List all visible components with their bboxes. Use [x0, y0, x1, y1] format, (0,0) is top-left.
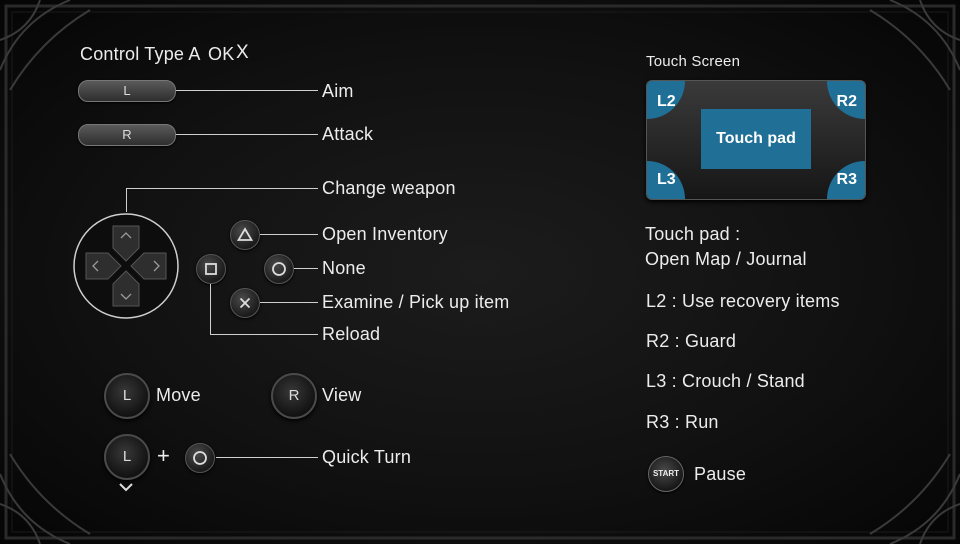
cross-button	[230, 288, 260, 318]
cross-connector	[260, 302, 318, 303]
dpad-connector-vertical	[126, 188, 127, 212]
square-connector-vertical	[210, 284, 211, 334]
l2-desc: L2 : Use recovery items	[646, 291, 840, 311]
triangle-icon	[236, 227, 254, 241]
touch-pad-zone: Touch pad	[701, 109, 811, 169]
r3-desc: R3 : Run	[646, 412, 719, 432]
triangle-connector	[260, 234, 318, 235]
cross-icon	[239, 297, 251, 309]
dpad-icon	[73, 213, 179, 319]
touchpad-desc-line2: Open Map / Journal	[645, 249, 807, 269]
view-label: View	[322, 385, 362, 405]
open-inventory-label: Open Inventory	[322, 224, 448, 244]
ok-x-glyph: X	[236, 42, 249, 63]
none-label: None	[322, 258, 366, 278]
touch-screen-diagram: L2 R2 L3 R3 Touch pad	[646, 80, 866, 200]
pause-label: Pause	[694, 464, 747, 484]
reload-label: Reload	[322, 324, 381, 344]
quick-turn-label: Quick Turn	[322, 447, 412, 467]
move-label: Move	[156, 385, 201, 405]
aim-label: Aim	[322, 81, 354, 101]
examine-label: Examine / Pick up item	[322, 292, 510, 312]
left-stick: L	[104, 373, 150, 419]
aim-connector	[176, 90, 318, 91]
control-type-label: Control Type A	[80, 44, 201, 64]
dpad-connector-horizontal	[126, 188, 318, 189]
l-shoulder-button: L	[78, 80, 176, 102]
ok-label: OK	[208, 44, 235, 64]
triangle-button	[230, 220, 260, 250]
circle-icon	[193, 451, 207, 465]
l3-label: L3	[657, 171, 676, 188]
circle-icon	[272, 262, 286, 276]
r-shoulder-button: R	[78, 124, 176, 146]
attack-connector	[176, 134, 318, 135]
l3-desc: L3 : Crouch / Stand	[646, 371, 805, 391]
square-connector-horizontal	[210, 334, 318, 335]
r3-label: R3	[836, 171, 857, 188]
left-stick-quickturn: L	[104, 434, 150, 480]
l2-label: L2	[657, 93, 676, 110]
attack-label: Attack	[322, 124, 374, 144]
chevron-down-icon	[119, 483, 133, 492]
quickturn-connector	[216, 457, 318, 458]
circle-button-quickturn	[185, 443, 215, 473]
square-icon	[205, 263, 217, 275]
circle-button	[264, 254, 294, 284]
r2-label: R2	[836, 93, 857, 110]
circle-connector	[294, 268, 318, 269]
right-stick: R	[271, 373, 317, 419]
plus-sign: +	[157, 443, 171, 468]
touchpad-desc-line1: Touch pad :	[645, 224, 741, 244]
r2-desc: R2 : Guard	[646, 331, 737, 351]
square-button	[196, 254, 226, 284]
change-weapon-label: Change weapon	[322, 178, 456, 198]
start-button: START	[648, 456, 684, 492]
touch-screen-title: Touch Screen	[646, 53, 741, 70]
